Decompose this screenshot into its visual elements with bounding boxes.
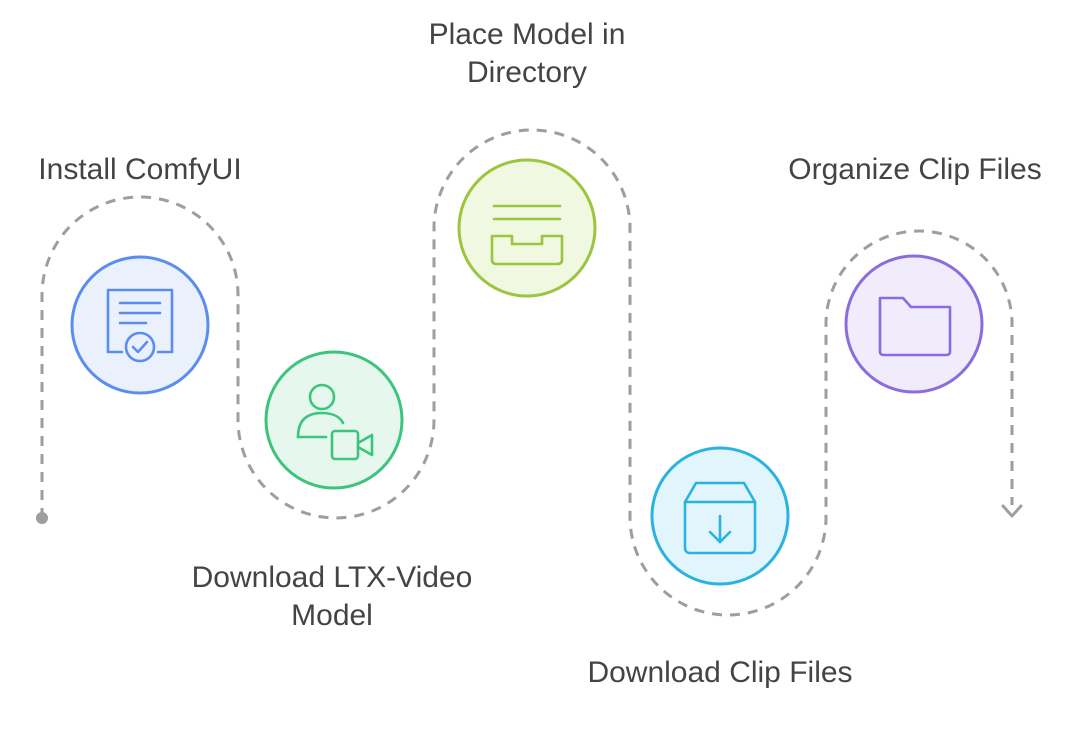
start-dot — [36, 512, 48, 524]
step-4-node — [650, 446, 790, 586]
user-video-icon — [296, 383, 374, 461]
step-1-node — [70, 255, 210, 395]
step-2-node — [264, 350, 404, 490]
end-arrow-icon — [1001, 504, 1023, 518]
connector-path — [40, 128, 1014, 617]
box-download-icon — [683, 481, 757, 555]
inbox-tray-icon — [490, 204, 564, 266]
step-5-label: Organize Clip Files — [788, 153, 1042, 186]
step-3-node — [457, 158, 597, 298]
step-1-label: Install ComfyUI — [38, 153, 242, 186]
certificate-icon — [106, 288, 174, 363]
step-4-label: Download Clip Files — [587, 656, 853, 689]
folder-icon — [878, 296, 952, 357]
step-5-node — [844, 254, 984, 394]
step-2-label: Download LTX-Video Model — [191, 561, 473, 632]
step-3-label: Place Model in Directory — [428, 18, 626, 89]
